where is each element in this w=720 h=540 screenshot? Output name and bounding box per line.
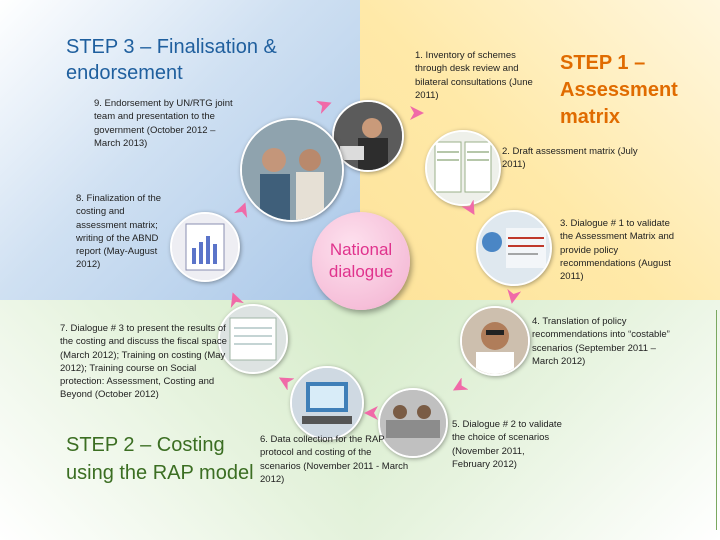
- step-note-1: 1. Inventory of schemes through desk rev…: [415, 50, 533, 101]
- photo-assessment-matrix: [425, 130, 501, 206]
- cycle-arrow-icon: [362, 404, 380, 422]
- national-dialogue-hub: National dialogue: [312, 212, 410, 310]
- step-note-4: 4. Translation of policy recommendations…: [532, 316, 670, 367]
- photo-data-collection: [290, 366, 364, 440]
- step-note-9: 9. Endorsement by UN/RTG joint team and …: [94, 98, 233, 149]
- step-note-8: 8. Finalization of the costing and asses…: [76, 193, 162, 271]
- step2-title: STEP 2 – Costing using the RAP model: [66, 434, 254, 484]
- cycle-arrow-icon: [504, 288, 522, 306]
- photo-desk-review: [332, 100, 404, 172]
- cycle-arrow-icon: [462, 200, 480, 218]
- step3-title: STEP 3 – Finalisation & endorsement: [66, 36, 277, 85]
- photo-dialogue-meeting: [378, 388, 448, 458]
- hub-label: National dialogue: [328, 239, 394, 281]
- step1-title: STEP 1 – Assessment matrix: [560, 52, 678, 128]
- step-note-5: 5. Dialogue # 2 to validate the choice o…: [452, 419, 562, 470]
- cycle-arrow-icon: [226, 290, 244, 308]
- step-note-6: 6. Data collection for the RAP protocol …: [260, 434, 409, 485]
- cycle-arrow-icon: [234, 200, 252, 218]
- step-note-2: 2. Draft assessment matrix (July 2011): [502, 146, 638, 171]
- cycle-arrow-icon: [450, 378, 468, 396]
- cycle-arrow-icon: [316, 96, 334, 114]
- step-note-3: 3. Dialogue # 1 to validate the Assessme…: [560, 218, 675, 283]
- divider-line: [716, 310, 717, 530]
- photo-consultative-workshop: [476, 210, 552, 286]
- photo-training-material: [218, 304, 288, 374]
- photo-participant: [460, 306, 530, 376]
- cycle-arrow-icon: [276, 372, 294, 390]
- cycle-arrow-icon: [408, 104, 426, 122]
- photo-abnd-report: [170, 212, 240, 282]
- step-note-7: 7. Dialogue # 3 to present the results o…: [60, 323, 227, 401]
- photo-endorsement-meeting: [240, 118, 344, 222]
